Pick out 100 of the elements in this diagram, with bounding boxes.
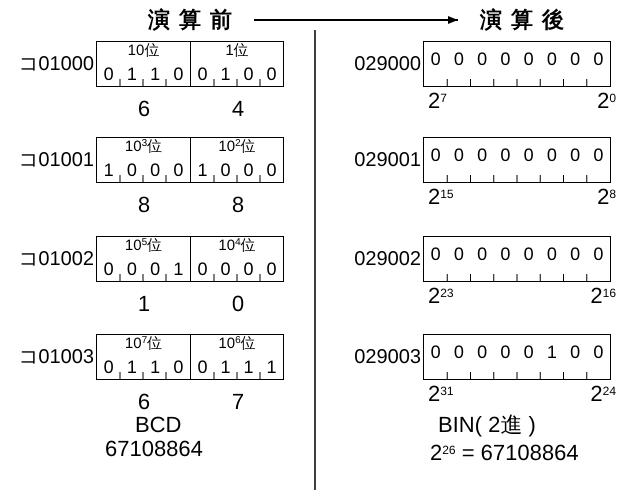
- bit-value: 0: [242, 65, 254, 83]
- bit-value: 0: [149, 161, 162, 179]
- bit-value: 1: [219, 65, 232, 83]
- format-note: BIN( 2進 ): [438, 414, 536, 436]
- digit-place: 10位: [126, 43, 160, 58]
- register-address: コ01001: [17, 150, 95, 170]
- bit-value: 0: [196, 260, 208, 278]
- format-note: 2$^{26}$ = 67108864: [430, 442, 579, 464]
- bit-value: 0: [126, 161, 138, 179]
- bit-value: 1: [196, 161, 208, 179]
- section-heading: 演算後: [462, 6, 582, 34]
- section-heading: 演算前: [130, 6, 250, 34]
- bit-value: 0: [430, 245, 442, 263]
- bit-value: 1: [219, 358, 232, 376]
- bit-weight: 2$^{16}$: [590, 285, 616, 307]
- digit-place: 1位: [224, 43, 250, 58]
- bit-value: 0: [569, 245, 582, 263]
- bit-value: 0: [172, 358, 184, 376]
- register-address: コ01000: [17, 54, 95, 74]
- bit-value: 1: [149, 358, 162, 376]
- digit-place: 10$^{5}$位: [124, 238, 164, 253]
- bit-value: 0: [569, 146, 582, 164]
- bit-value: 0: [196, 65, 208, 83]
- bit-value: 0: [452, 146, 465, 164]
- decimal-digit: 8: [230, 194, 246, 216]
- bit-value: 0: [476, 245, 488, 263]
- bit-value: 0: [219, 260, 232, 278]
- digit-place: 10$^{3}$位: [124, 139, 164, 154]
- bit-value: 0: [430, 146, 442, 164]
- bit-value: 0: [592, 245, 604, 263]
- bit-value: 0: [452, 245, 465, 263]
- bit-value: 0: [172, 65, 184, 83]
- bit-value: 0: [430, 50, 442, 68]
- decimal-digit: 6: [136, 98, 152, 120]
- format-note: 67108864: [105, 438, 203, 460]
- bit-value: 0: [430, 343, 442, 361]
- bit-value: 0: [546, 245, 558, 263]
- decimal-digit: 8: [136, 194, 152, 216]
- bit-value: 0: [265, 161, 278, 179]
- digit-place: 10$^{4}$位: [217, 238, 257, 253]
- bit-value: 0: [546, 146, 558, 164]
- bit-value: 1: [265, 358, 278, 376]
- bit-value: 1: [242, 358, 254, 376]
- register-address: 029001: [353, 150, 422, 170]
- bit-value: 1: [172, 260, 184, 278]
- decimal-digit: 0: [230, 293, 246, 315]
- bit-value: 0: [592, 343, 604, 361]
- decimal-digit: 7: [230, 391, 246, 413]
- bit-value: 1: [149, 65, 162, 83]
- decimal-digit: 4: [230, 98, 246, 120]
- bit-weight: 2$^{31}$: [428, 383, 454, 405]
- bit-value: 0: [476, 50, 488, 68]
- bit-value: 1: [546, 343, 558, 361]
- bit-value: 0: [522, 343, 535, 361]
- bit-value: 0: [149, 260, 162, 278]
- bit-value: 0: [452, 343, 465, 361]
- bit-value: 0: [499, 245, 512, 263]
- bit-weight: 2$^{8}$: [597, 186, 616, 208]
- bit-value: 0: [265, 65, 278, 83]
- bit-value: 0: [546, 50, 558, 68]
- bit-value: 0: [476, 146, 488, 164]
- bit-value: 0: [569, 50, 582, 68]
- bit-value: 1: [126, 358, 138, 376]
- bit-value: 0: [499, 50, 512, 68]
- register-address: 029002: [353, 249, 422, 269]
- bit-value: 0: [522, 50, 535, 68]
- digit-place: 10$^{7}$位: [124, 336, 164, 351]
- arrow: [254, 16, 458, 24]
- bit-weight: 2$^{7}$: [428, 90, 447, 112]
- bit-value: 0: [265, 260, 278, 278]
- format-note: BCD: [135, 414, 182, 436]
- bit-value: 0: [452, 50, 465, 68]
- register-address: コ01003: [17, 347, 95, 367]
- bit-value: 0: [102, 65, 115, 83]
- register-address: コ01002: [17, 249, 95, 269]
- bit-value: 0: [476, 343, 488, 361]
- bit-value: 0: [522, 245, 535, 263]
- bit-value: 0: [592, 50, 604, 68]
- bit-value: 1: [102, 161, 115, 179]
- bit-weight: 2$^{15}$: [428, 186, 454, 208]
- bit-value: 1: [126, 65, 138, 83]
- bit-value: 0: [592, 146, 604, 164]
- bit-value: 0: [219, 161, 232, 179]
- digit-place: 10$^{2}$位: [217, 139, 257, 154]
- bit-weight: 2$^{24}$: [590, 383, 616, 405]
- bit-value: 0: [242, 161, 254, 179]
- decimal-digit: 6: [136, 391, 152, 413]
- bit-weight: 2$^{23}$: [428, 285, 454, 307]
- bit-weight: 2$^{0}$: [597, 90, 616, 112]
- digit-place: 10$^{6}$位: [217, 336, 257, 351]
- bit-value: 0: [172, 161, 184, 179]
- bit-value: 0: [499, 343, 512, 361]
- bit-value: 0: [102, 358, 115, 376]
- bit-value: 0: [569, 343, 582, 361]
- register-address: 029003: [353, 347, 422, 367]
- bit-value: 0: [126, 260, 138, 278]
- bit-value: 0: [499, 146, 512, 164]
- decimal-digit: 1: [136, 293, 152, 315]
- bit-value: 0: [196, 358, 208, 376]
- bit-value: 0: [242, 260, 254, 278]
